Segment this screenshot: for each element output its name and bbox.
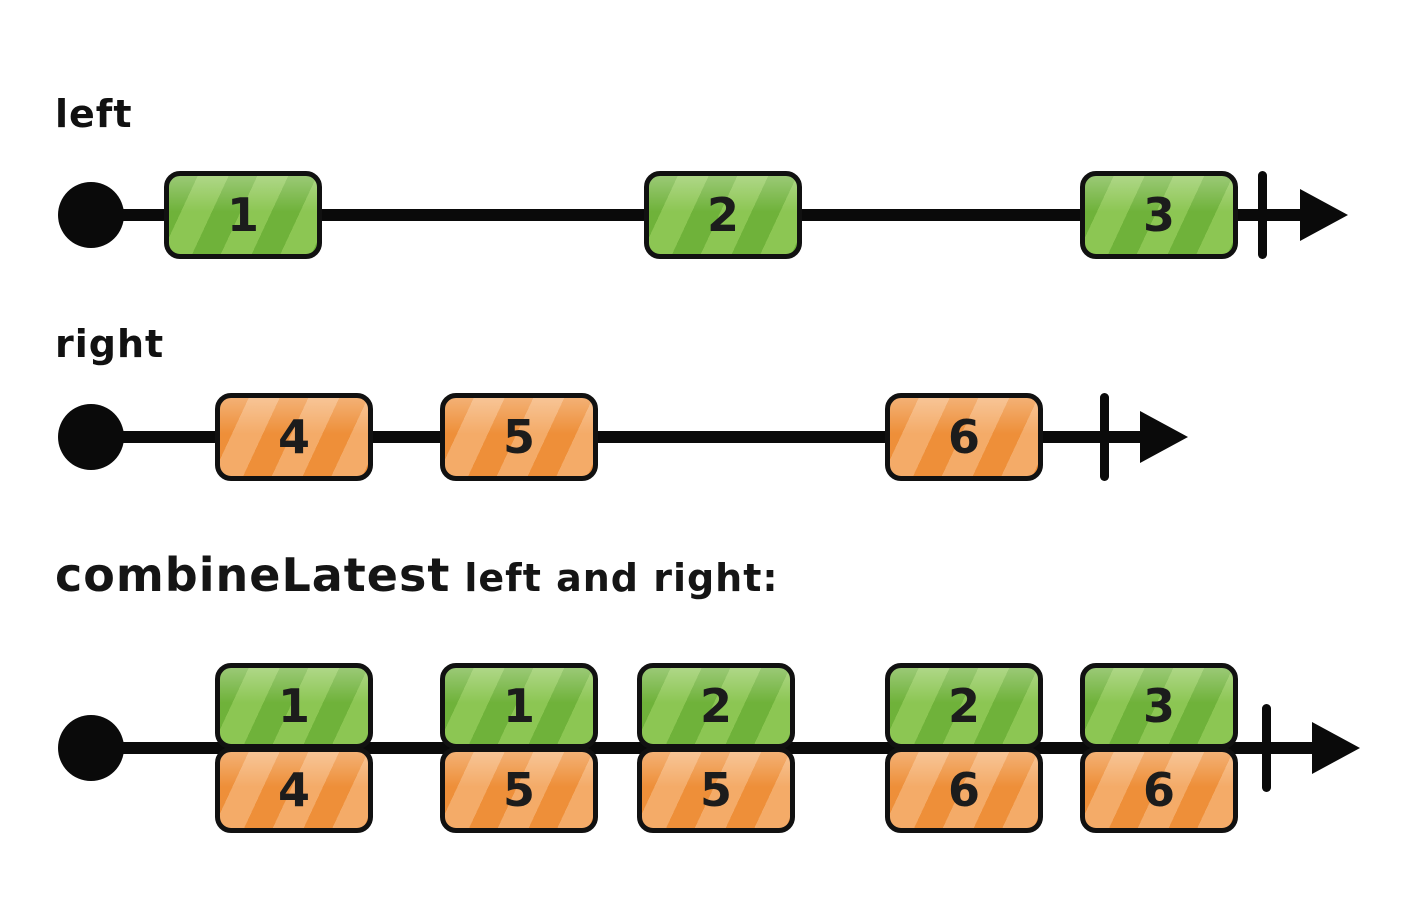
output-timeline-arrowhead-icon — [1312, 722, 1360, 774]
right-marble-5: 5 — [440, 393, 598, 481]
output-pair-3-right-marble: 5 — [637, 747, 795, 833]
output-heading: combineLatest left and right: — [55, 548, 779, 602]
left-marble-3: 3 — [1080, 171, 1238, 259]
right-timeline-start-dot — [58, 404, 124, 470]
output-heading-rest: left and right: — [464, 556, 779, 600]
output-pair-4-left-marble: 2 — [885, 663, 1043, 749]
output-heading-operator: combineLatest — [55, 548, 451, 602]
output-pair-3-left-marble: 2 — [637, 663, 795, 749]
output-pair-4-right-marble: 6 — [885, 747, 1043, 833]
right-stream-label: right — [55, 322, 165, 366]
left-stream-label: left — [55, 92, 133, 136]
right-marble-6: 6 — [885, 393, 1043, 481]
output-pair-1-right-marble: 4 — [215, 747, 373, 833]
left-timeline-completion-tick — [1258, 171, 1267, 259]
left-marble-1: 1 — [164, 171, 322, 259]
left-marble-2: 2 — [644, 171, 802, 259]
left-timeline-start-dot — [58, 182, 124, 248]
right-timeline-arrowhead-icon — [1140, 411, 1188, 463]
output-timeline-start-dot — [58, 715, 124, 781]
output-pair-2-left-marble: 1 — [440, 663, 598, 749]
right-marble-4: 4 — [215, 393, 373, 481]
left-timeline-arrowhead-icon — [1300, 189, 1348, 241]
output-timeline-completion-tick — [1262, 704, 1271, 792]
output-pair-5-right-marble: 6 — [1080, 747, 1238, 833]
output-pair-5-left-marble: 3 — [1080, 663, 1238, 749]
right-timeline-completion-tick — [1100, 393, 1109, 481]
output-pair-1-left-marble: 1 — [215, 663, 373, 749]
output-pair-2-right-marble: 5 — [440, 747, 598, 833]
